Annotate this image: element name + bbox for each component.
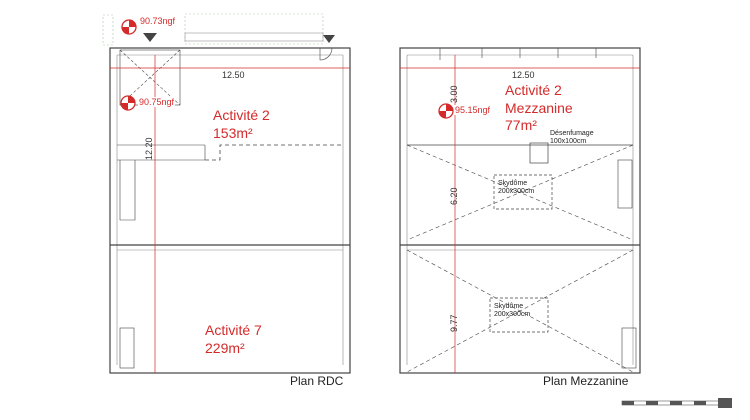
room-area: 77m² (505, 117, 537, 133)
rdc-awning (184, 13, 324, 45)
skydome-name: Skydôme (498, 180, 528, 187)
room-activite-2: Activité 2 153m² (213, 107, 270, 142)
rdc-width-label: 12.50 (222, 70, 245, 80)
plan-mezzanine (399, 47, 641, 374)
room-activite-2-mezzanine: Activité 2 Mezzanine 77m² (505, 82, 573, 135)
mez-height-bottom-label: 9.77 (449, 314, 459, 332)
rdc-level-mid: 90.75ngf (138, 97, 176, 107)
mez-width-label: 12.50 (512, 70, 535, 80)
rdc-outer-wall (109, 47, 351, 374)
desenfumage-label: Désenfumage 100x100cm (550, 130, 594, 147)
level-target-icon (121, 19, 137, 35)
rdc-stair-bottom (119, 327, 135, 369)
desenfumage-size: 100x100cm (550, 138, 587, 146)
mez-level: 95.15ngf (454, 105, 492, 115)
mez-height-top-label: 6.20 (449, 187, 459, 205)
room-area: 229m² (205, 339, 245, 356)
mez-skydome-box-1 (493, 174, 553, 210)
mez-skydome-box-2 (489, 297, 549, 333)
skydome-label-2: Skydôme 200x300cm (494, 303, 530, 320)
caption-plan-mezzanine: Plan Mezzanine (543, 374, 629, 388)
rdc-mezzanine-edge (205, 144, 343, 161)
skydome-name: Skydôme (494, 303, 524, 310)
mez-stair-right (617, 159, 633, 209)
rdc-level-top: 90.73ngf (139, 16, 177, 26)
room-sub: Mezzanine (505, 99, 573, 116)
room-name: Activité 7 (205, 322, 262, 338)
room-name: Activité 2 (505, 82, 562, 98)
rdc-stair-top (117, 144, 206, 221)
plan-rdc (102, 13, 351, 374)
scale-bar (621, 398, 732, 408)
skydome-label-1: Skydôme 200x300cm (498, 180, 534, 197)
rdc-height-label: 12.20 (144, 137, 154, 160)
rdc-entry-marker-2 (323, 35, 335, 43)
rdc-entry-marker-1 (143, 33, 157, 42)
mez-void-upper (406, 144, 634, 241)
mez-windows (439, 48, 597, 60)
rdc-door (319, 47, 333, 61)
mez-desenfumage-box (529, 142, 549, 164)
room-name: Activité 2 (213, 107, 270, 123)
skydome-size: 200x300cm (494, 311, 531, 319)
room-area: 153m² (213, 124, 253, 141)
mez-height-level-label: 3.00 (449, 85, 459, 103)
level-target-icon (120, 95, 136, 111)
caption-plan-rdc: Plan RDC (290, 374, 344, 388)
mez-void-lower (406, 249, 634, 373)
desenfumage-name: Désenfumage (550, 130, 594, 137)
skydome-size: 200x300cm (498, 188, 535, 196)
mez-stair-bottom (621, 327, 637, 369)
level-target-icon (438, 103, 454, 119)
room-activite-7: Activité 7 229m² (205, 322, 262, 357)
